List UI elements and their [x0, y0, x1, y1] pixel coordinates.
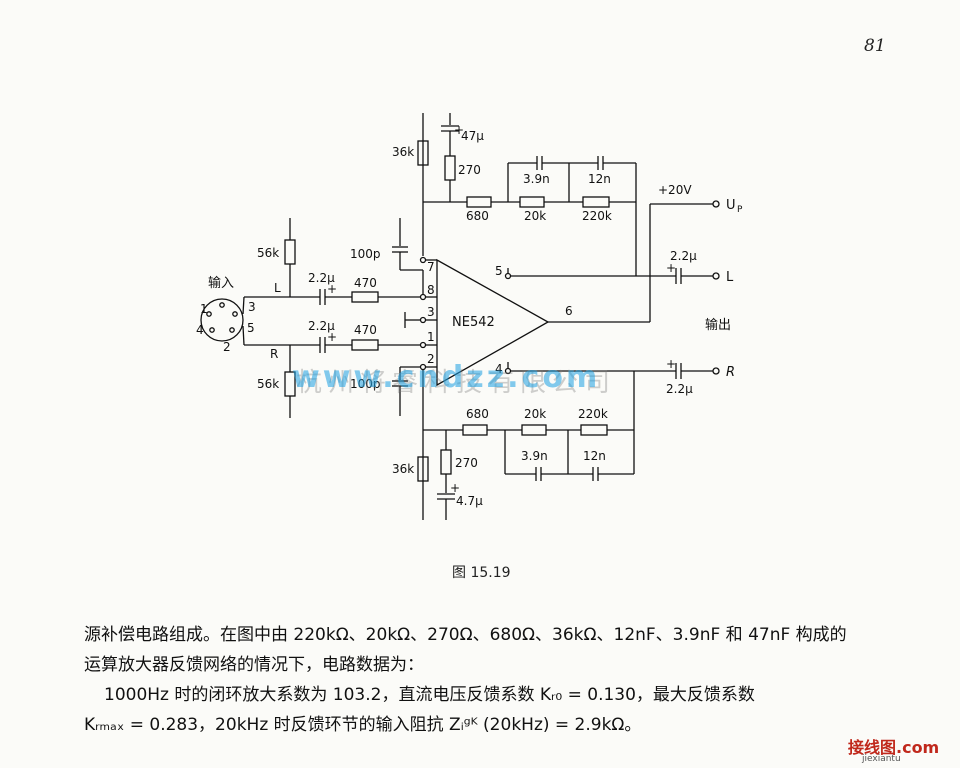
paragraph-2: 1000Hz 时的闭环放大系数为 103.2，直流电压反馈系数 Kᵣ₀ = 0.…: [84, 680, 934, 740]
conn-pin-2: 2: [223, 340, 231, 354]
c2u2-in-r-label: 2.2μ: [308, 319, 335, 333]
r220k-top-label: 220k: [582, 209, 612, 223]
ch-r-label: R: [270, 347, 278, 361]
resistor-20k-bot: [521, 424, 547, 436]
opamp-triangle: [436, 258, 550, 387]
pin-5: 5: [495, 264, 503, 278]
paragraph-1-line-1: 源补偿电路组成。在图中由 220kΩ、20kΩ、270Ω、680Ω、36kΩ、1…: [84, 625, 847, 645]
c2u2-out-r-label: 2.2μ: [666, 382, 693, 396]
r56k-bot-label: 56k: [257, 377, 279, 391]
c12n-bot-label: 12n: [583, 449, 606, 463]
r36k-top-label: 36k: [392, 145, 414, 159]
c12n-top-label: 12n: [588, 172, 611, 186]
cap-4p7u-plus: +: [450, 481, 460, 495]
site-logo: 接线图.com: [848, 738, 940, 757]
pin-8: 8: [427, 283, 435, 297]
out-r-label: R: [726, 365, 735, 380]
input-label: 输入: [208, 275, 234, 291]
r680-top-label: 680: [466, 209, 489, 223]
paragraph-1-line-2: 运算放大器反馈网络的情况下，电路数据为：: [84, 655, 424, 675]
out-l-label: L: [726, 270, 734, 285]
resistor-680-bot: [462, 424, 488, 436]
c2u2-in-l-label: 2.2μ: [308, 271, 335, 285]
pin-7: 7: [427, 260, 435, 274]
cap-47u-plus: +: [454, 123, 464, 137]
cap-4p7u-label: 4.7μ: [456, 494, 483, 508]
pin-3: 3: [427, 305, 435, 319]
resistor-470-l: [351, 291, 379, 303]
r20k-top-label: 20k: [524, 209, 546, 223]
circuit-schematic: NE542 + 47μ 36k 270 3.9n 12n 680 20k 220…: [196, 113, 743, 520]
pin-6: 6: [565, 304, 573, 318]
r220k-bot-label: 220k: [578, 407, 608, 421]
paragraph-2-line-2: Kᵣₘₐₓ = 0.283，20kHz 时反馈环节的输入阻抗 Zᵢᵍᴷ (20k…: [84, 715, 642, 735]
output-label: 输出: [705, 317, 731, 333]
c100p-top-label: 100p: [350, 247, 381, 261]
resistor-680-top: [466, 196, 492, 208]
up-sub: P: [737, 205, 743, 215]
resistor-36k-top: [417, 140, 429, 166]
pin-2: 2: [427, 352, 435, 366]
chip-label: NE542: [452, 315, 495, 330]
conn-pin-1: 1: [200, 302, 208, 316]
r270-top-label: 270: [458, 163, 481, 177]
c2u2-out-l-plus: +: [666, 261, 676, 275]
resistor-270-top: [444, 155, 456, 181]
r20k-bot-label: 20k: [524, 407, 546, 421]
resistor-220k-top: [582, 196, 610, 208]
conn-pin-3: 3: [248, 300, 256, 314]
page-number: 81: [864, 36, 886, 56]
c3n9-top-label: 3.9n: [523, 172, 550, 186]
r36k-bot-label: 36k: [392, 462, 414, 476]
resistor-270-bot: [440, 449, 452, 475]
r680-bot-label: 680: [466, 407, 489, 421]
c2u2-in-r-plus: +: [327, 330, 337, 344]
c2u2-in-l-plus: +: [327, 282, 337, 296]
c3n9-bot-label: 3.9n: [521, 449, 548, 463]
conn-pin-4: 4: [196, 323, 204, 337]
din-connector: [200, 298, 244, 342]
r56k-top-label: 56k: [257, 246, 279, 260]
supply-label: +20V: [658, 183, 692, 197]
c100p-bot-label: 100p: [350, 377, 381, 391]
up-label: U: [726, 198, 736, 213]
resistor-220k-bot: [580, 424, 608, 436]
pin-4: 4: [495, 362, 503, 376]
site-logo-sub: jiexiantu: [862, 754, 901, 764]
conn-pin-5: 5: [247, 321, 255, 335]
c2u2-out-l-label: 2.2μ: [670, 249, 697, 263]
ch-l-label: L: [274, 281, 281, 295]
watermark-site: www.cndzz.com: [292, 360, 601, 395]
cap-47u-label: 47μ: [461, 129, 484, 143]
resistor-36k-bot: [417, 456, 429, 482]
resistor-470-r: [351, 339, 379, 351]
watermark-company: 杭州将睿科技有限公司: [296, 368, 617, 398]
figure-caption: 图 15.19: [452, 565, 511, 581]
paragraph-2-line-1: 1000Hz 时的闭环放大系数为 103.2，直流电压反馈系数 Kᵣ₀ = 0.…: [104, 685, 755, 705]
resistor-20k-top: [519, 196, 545, 208]
r470-r-label: 470: [354, 323, 377, 337]
resistor-56k-top: [284, 239, 296, 265]
paragraph-1: 源补偿电路组成。在图中由 220kΩ、20kΩ、270Ω、680Ω、36kΩ、1…: [84, 620, 914, 680]
pin-1: 1: [427, 330, 435, 344]
r270-bot-label: 270: [455, 456, 478, 470]
r470-l-label: 470: [354, 276, 377, 290]
c2u2-out-r-plus: +: [666, 357, 676, 371]
